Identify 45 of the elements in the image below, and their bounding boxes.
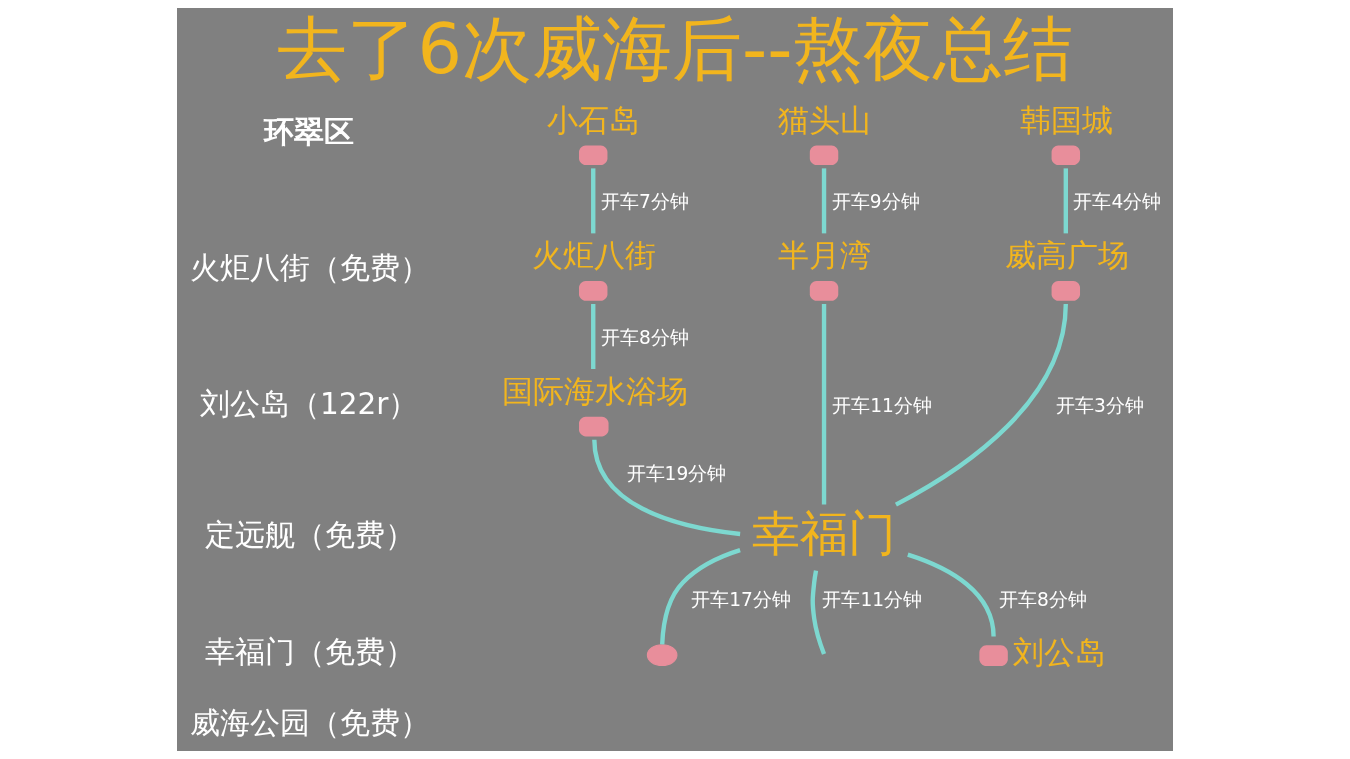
edge-label: 开车11分钟 bbox=[822, 588, 923, 610]
connector bbox=[907, 552, 996, 637]
label: 威海公园（免费） bbox=[190, 705, 431, 740]
diagram-title: 去了6次威海后--熬夜总结 bbox=[277, 7, 1073, 90]
connector bbox=[660, 548, 741, 645]
label: 定远舰（免费） bbox=[204, 517, 415, 552]
node-box bbox=[809, 145, 839, 166]
node-box bbox=[979, 645, 1008, 667]
node-label: 国际海水浴场 bbox=[502, 373, 689, 409]
node-box bbox=[1051, 281, 1080, 301]
node-box bbox=[579, 145, 608, 166]
connector bbox=[591, 304, 596, 369]
connector bbox=[1063, 168, 1068, 234]
edge-label: 开车17分钟 bbox=[691, 588, 791, 610]
label: 环翠区 bbox=[263, 114, 354, 149]
node-label: 小石岛 bbox=[547, 102, 641, 138]
edge-label: 开车19分钟 bbox=[626, 462, 727, 484]
edge-label: 开车3分钟 bbox=[1055, 394, 1144, 416]
connector bbox=[821, 304, 827, 505]
connector bbox=[894, 303, 1068, 507]
connector bbox=[592, 439, 741, 537]
node-label: 猫头山 bbox=[778, 102, 872, 138]
label: 刘公岛（122r） bbox=[199, 387, 419, 422]
node-box bbox=[809, 281, 839, 301]
label: 火炬八街（免费） bbox=[190, 251, 431, 286]
node-box bbox=[579, 416, 609, 437]
node-label: 刘公岛 bbox=[1013, 635, 1107, 671]
edge-label: 开车8分钟 bbox=[999, 588, 1087, 610]
edge-label: 开车11分钟 bbox=[832, 394, 932, 416]
label: 幸福门（免费） bbox=[204, 635, 415, 670]
node-label: 威高广场 bbox=[1004, 238, 1129, 274]
edge-label: 开车8分钟 bbox=[600, 327, 689, 349]
edge-label: 开车7分钟 bbox=[600, 191, 689, 213]
node-circle bbox=[646, 644, 678, 667]
connector bbox=[810, 570, 827, 655]
node-box bbox=[579, 281, 608, 301]
connector bbox=[591, 168, 596, 234]
node-text: 幸福门 bbox=[751, 504, 896, 561]
edge-label: 开车4分钟 bbox=[1073, 191, 1162, 213]
connector bbox=[821, 168, 827, 234]
node-box bbox=[1051, 145, 1080, 166]
node-label: 韩国城 bbox=[1019, 102, 1113, 138]
node-label: 半月湾 bbox=[778, 238, 872, 274]
edge-label: 开车9分钟 bbox=[831, 191, 920, 213]
node-label: 火炬八街 bbox=[531, 238, 656, 274]
